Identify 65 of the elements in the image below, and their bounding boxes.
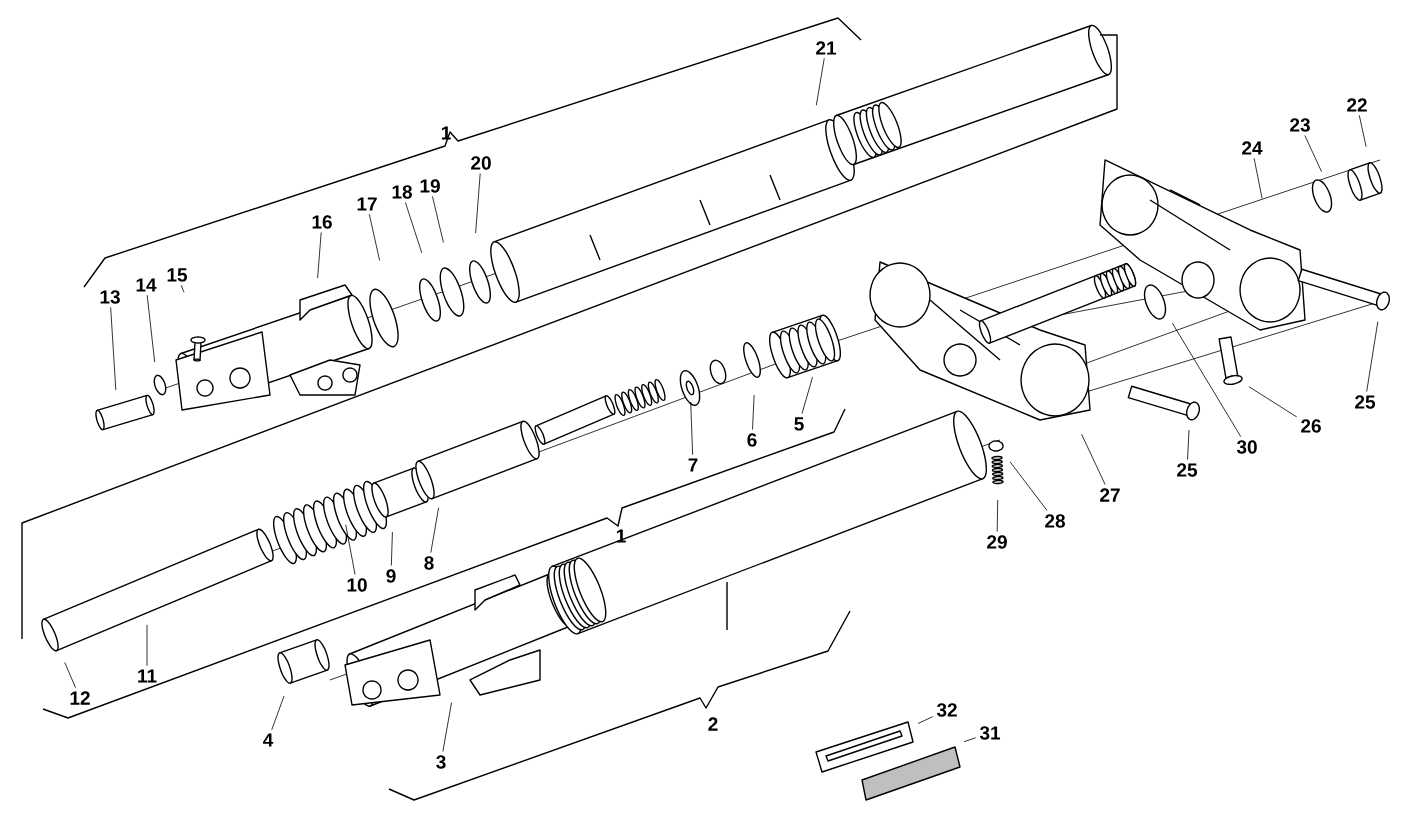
callout-number: 16: [312, 215, 332, 229]
callout-number: 25: [1355, 395, 1376, 409]
callout-number: 22: [1347, 98, 1367, 112]
leader-line: [917, 716, 934, 724]
callout-number: 26: [1301, 419, 1321, 433]
callout-number: 10: [347, 578, 367, 592]
callout-number: 20: [471, 156, 491, 170]
callout-number: 30: [1236, 440, 1257, 454]
leader-line: [442, 702, 452, 752]
callout-number: 3: [436, 755, 446, 769]
leader-line: [1187, 429, 1190, 460]
leader-line: [1304, 135, 1322, 173]
leader-line: [1358, 114, 1367, 148]
leader-line: [64, 662, 76, 689]
callout-number: 32: [936, 703, 957, 717]
callout-number: 27: [1100, 488, 1120, 502]
callout-number: 21: [816, 41, 837, 55]
callout-number: 29: [987, 535, 1007, 549]
callout-number: 18: [392, 185, 412, 199]
callout-number: 12: [70, 691, 90, 705]
callout-number: 23: [1290, 118, 1310, 132]
assembly-number: 2: [708, 717, 718, 731]
callout-number: 7: [688, 458, 698, 472]
leader-line: [1081, 433, 1106, 486]
leader-line: [317, 232, 322, 279]
callout-number: 11: [138, 669, 157, 683]
callout-number: 19: [420, 179, 440, 193]
leader-line: [996, 499, 999, 532]
leader-line: [1248, 386, 1298, 418]
callout-number: 31: [979, 726, 1001, 740]
callout-number: 14: [136, 278, 157, 292]
leader-line: [430, 507, 439, 553]
leader-line: [345, 524, 356, 575]
leader-line: [1171, 322, 1242, 437]
leader-line: [1253, 157, 1263, 199]
leader-line: [146, 624, 148, 667]
callout-number: 15: [167, 268, 188, 282]
leader-line: [752, 394, 755, 430]
leader-line: [390, 531, 393, 566]
leader-line: [690, 401, 694, 456]
leader-line: [432, 196, 444, 243]
callout-number: 25: [1177, 463, 1198, 477]
callout-number: 28: [1045, 514, 1065, 528]
leader-line: [815, 57, 825, 106]
leader-line: [146, 294, 156, 363]
assembly-number: 1: [616, 529, 626, 543]
leader-line: [475, 173, 481, 234]
leader-line: [1366, 321, 1379, 392]
callout-number: 24: [1242, 141, 1263, 155]
callout-number: 13: [100, 290, 120, 304]
callout-number: 4: [263, 733, 274, 747]
leader-line: [180, 284, 185, 293]
leader-line: [368, 213, 380, 261]
callout-number: 6: [747, 433, 757, 447]
leader-line: [1009, 461, 1048, 511]
leader-line: [271, 695, 285, 731]
callout-number: 5: [794, 417, 804, 431]
callout-number: 8: [424, 556, 434, 570]
callout-number: 9: [386, 569, 396, 583]
assembly-number: 1: [441, 126, 451, 140]
callout-number: 17: [357, 197, 377, 211]
leader-line: [963, 737, 977, 743]
leader-line: [110, 307, 117, 391]
leader-line: [801, 376, 813, 415]
leader-line: [405, 202, 423, 254]
